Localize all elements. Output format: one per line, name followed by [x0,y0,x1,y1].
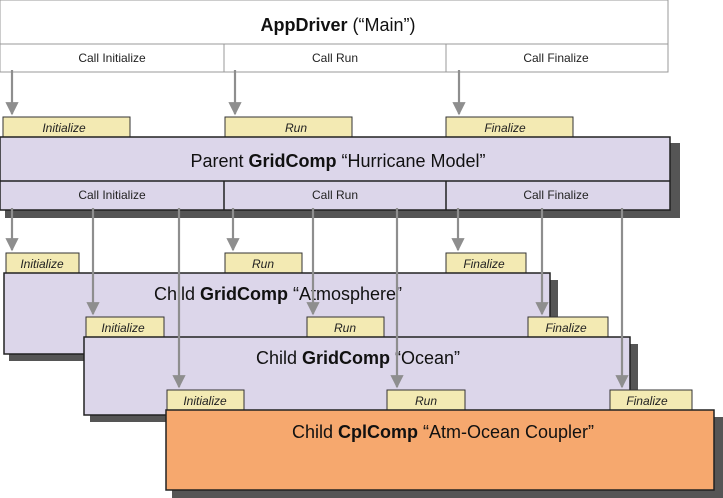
ocean-title: Child GridComp “Ocean” [256,348,460,368]
app-driver-call-initialize: Call Initialize [78,51,146,65]
call-arrows [5,70,629,389]
coupler-tab-finalize-label: Finalize [626,394,668,408]
coupler-title-bold: CplComp [338,422,418,442]
parent-call-initialize: Call Initialize [78,188,146,202]
ocean-title-bold: GridComp [302,348,390,368]
ocean-title-rest: “Ocean” [390,348,460,368]
atmosphere-title-bold: GridComp [200,284,288,304]
parent-tab-initialize-label: Initialize [42,121,86,135]
atmosphere-tab-initialize-label: Initialize [20,257,64,271]
coupler-title-rest: “Atm-Ocean Coupler” [418,422,594,442]
coupler-title-prefix: Child [292,422,338,442]
parent-tab-finalize-label: Finalize [484,121,526,135]
atmosphere-tab-run-label: Run [252,257,274,271]
parent-tab-run-label: Run [285,121,307,135]
atmosphere-title: Child GridComp “Atmosphere” [154,284,402,304]
app-driver-title-rest: (“Main”) [348,15,416,35]
parent-title: Parent GridComp “Hurricane Model” [190,151,485,171]
coupler-tab-run-label: Run [415,394,437,408]
atmosphere-title-rest: “Atmosphere” [288,284,402,304]
coupler-title: Child CplComp “Atm-Ocean Coupler” [292,422,594,442]
ocean-tab-initialize-label: Initialize [101,321,145,335]
app-driver-title-bold: AppDriver [260,15,347,35]
parent-call-finalize: Call Finalize [523,188,589,202]
parent-gridcomp: Initialize Run Finalize Parent GridComp … [0,116,680,218]
app-driver-call-finalize: Call Finalize [523,51,589,65]
parent-title-rest: “Hurricane Model” [337,151,486,171]
parent-call-run: Call Run [312,188,358,202]
app-driver-box: AppDriver (“Main”) Call Initialize Call … [0,0,669,73]
ocean-tab-finalize-label: Finalize [545,321,587,335]
ocean-tab-run-label: Run [334,321,356,335]
atmosphere-title-prefix: Child [154,284,200,304]
parent-title-prefix: Parent [190,151,248,171]
ocean-title-prefix: Child [256,348,302,368]
atmosphere-tab-finalize-label: Finalize [463,257,505,271]
coupler-cplcomp: Initialize Run Finalize Child CplComp “A… [165,389,723,498]
app-driver-call-run: Call Run [312,51,358,65]
parent-title-bold: GridComp [249,151,337,171]
coupler-tab-initialize-label: Initialize [183,394,227,408]
app-driver-title: AppDriver (“Main”) [260,15,415,35]
